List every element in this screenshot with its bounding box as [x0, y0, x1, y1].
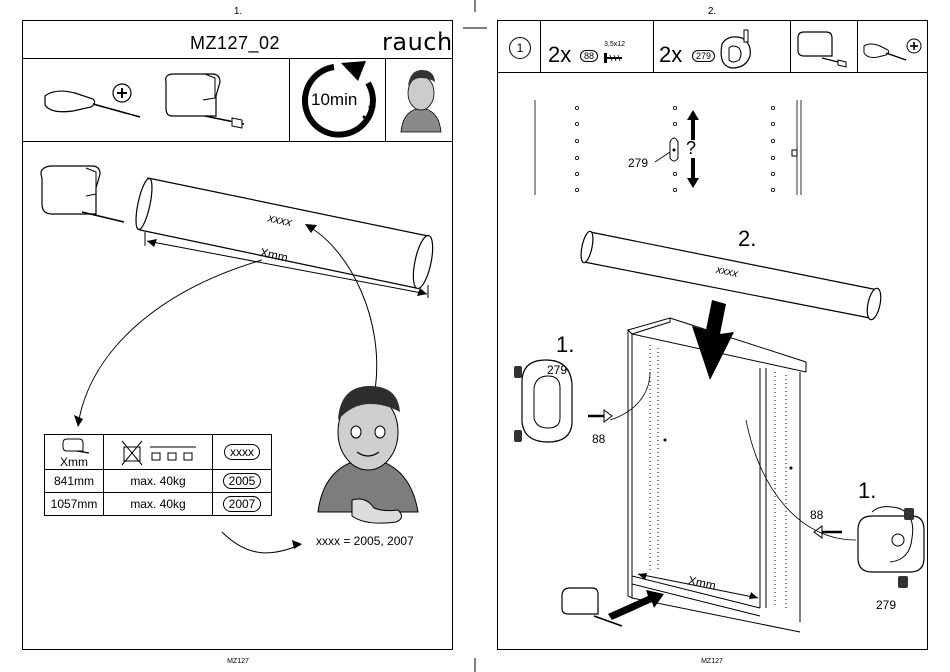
screw-icon: [588, 410, 612, 422]
right-screw-label: 88: [810, 508, 823, 522]
footer: MZ127: [692, 658, 732, 665]
step-rod-label: 2.: [738, 226, 756, 252]
step-bracket-left: 1.: [556, 332, 574, 358]
right-part-label: 279: [876, 598, 896, 612]
step-bracket-right: 1.: [858, 478, 876, 504]
bracket-icon: [858, 507, 924, 588]
left-screw-label: 88: [592, 432, 605, 446]
bracket-icon: [562, 588, 622, 626]
left-part-label: 279: [547, 363, 567, 377]
